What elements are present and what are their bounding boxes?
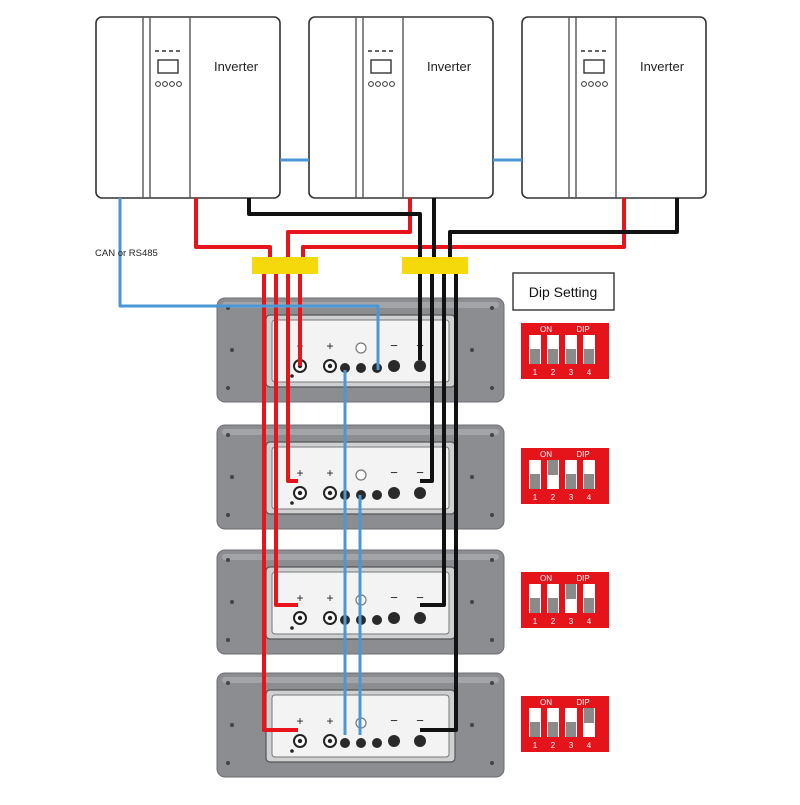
dip-toggle: [584, 598, 594, 613]
negative-terminal: [414, 487, 426, 499]
dip-toggle: [566, 349, 576, 364]
battery-positive-cables: [262, 272, 302, 732]
dip-switch: ON DIP 1 2 3 4: [521, 696, 609, 752]
dip-toggle: [548, 598, 558, 613]
dip-toggle: [530, 349, 540, 364]
dip-toggle: [584, 349, 594, 364]
negative-terminal: [388, 735, 400, 747]
dip-toggle: [584, 708, 594, 723]
dip-toggle: [530, 474, 540, 489]
plus-terminal-label: +: [326, 466, 333, 480]
dip-number: 2: [551, 741, 556, 750]
inverter-label: Inverter: [214, 59, 259, 74]
dip-number: 2: [551, 368, 556, 377]
plus-terminal-label: +: [326, 591, 333, 605]
minus-terminal-label: −: [390, 338, 398, 353]
positive-busbar: [252, 257, 318, 274]
dip-toggle: [530, 722, 540, 737]
inverter-label: Inverter: [640, 59, 685, 74]
inverter-label: Inverter: [427, 59, 472, 74]
dip-number: 1: [533, 741, 538, 750]
comm-port: [356, 363, 366, 373]
inverter-3: Inverter: [521, 16, 707, 199]
dip-number: 2: [551, 617, 556, 626]
minus-terminal-label: −: [390, 713, 398, 728]
dip-number: 3: [569, 617, 574, 626]
dip-number: 1: [533, 368, 538, 377]
dip-label: DIP: [576, 574, 589, 583]
comm-port: [356, 738, 366, 748]
dip-on-label: ON: [540, 574, 552, 583]
dip-toggle: [584, 474, 594, 489]
minus-terminal-label: −: [416, 713, 424, 728]
dip-toggle: [566, 722, 576, 737]
dip-title-box: [512, 272, 615, 311]
dip-number: 4: [587, 617, 592, 626]
inverter-2: Inverter: [308, 16, 494, 199]
dip-number: 3: [569, 368, 574, 377]
comm-port: [340, 363, 350, 373]
comm-label: CAN or RS485: [95, 248, 158, 259]
inverter-display-icon: [155, 50, 182, 87]
dip-on-label: ON: [540, 450, 552, 459]
plus-terminal-label: +: [326, 339, 333, 353]
comm-cables: [118, 198, 380, 735]
negative-terminal: [388, 487, 400, 499]
negative-terminal: [388, 360, 400, 372]
dip-number: 2: [551, 493, 556, 502]
inverter-positive-cables: [194, 198, 626, 258]
power-button-icon: [355, 469, 367, 481]
plus-terminal-label: +: [296, 591, 303, 605]
negative-busbar: [402, 257, 468, 274]
dip-toggle: [548, 460, 558, 475]
plus-terminal-label: +: [296, 714, 303, 728]
dip-label: DIP: [576, 450, 589, 459]
negative-terminal: [414, 360, 426, 372]
dip-on-label: ON: [540, 325, 552, 334]
dip-number: 3: [569, 493, 574, 502]
dip-number: 1: [533, 617, 538, 626]
minus-terminal-label: −: [416, 590, 424, 605]
negative-terminal: [414, 735, 426, 747]
dip-on-label: ON: [540, 698, 552, 707]
dip-switch: ON DIP 1 2 3 4: [521, 572, 609, 628]
negative-terminal: [388, 612, 400, 624]
dip-toggle: [566, 474, 576, 489]
comm-port: [372, 490, 382, 500]
dip-toggle: [530, 598, 540, 613]
dip-toggle: [548, 349, 558, 364]
negative-terminal: [414, 612, 426, 624]
inverter-1: Inverter: [95, 16, 281, 199]
comm-port: [340, 738, 350, 748]
dip-toggle: [548, 722, 558, 737]
power-button-icon: [355, 342, 367, 354]
comm-port: [372, 615, 382, 625]
battery-module: ++−−: [216, 297, 505, 403]
inverter-negative-cables: [247, 198, 679, 258]
plus-terminal-label: +: [296, 466, 303, 480]
dip-number: 4: [587, 741, 592, 750]
minus-terminal-label: −: [416, 465, 424, 480]
plus-terminal-label: +: [326, 714, 333, 728]
battery-negative-cables: [418, 272, 458, 732]
dip-switch: ON DIP 1 2 3 4: [521, 323, 609, 379]
dip-number: 4: [587, 368, 592, 377]
dip-number: 1: [533, 493, 538, 502]
dip-title: Dip Setting: [529, 284, 597, 300]
dip-switch: ON DIP 1 2 3 4: [521, 448, 609, 504]
minus-terminal-label: −: [390, 590, 398, 605]
minus-terminal-label: −: [390, 465, 398, 480]
dip-toggle: [566, 584, 576, 599]
inverter-display-icon: [368, 50, 395, 87]
inverter-display-icon: [581, 50, 608, 87]
dip-label: DIP: [576, 325, 589, 334]
dip-label: DIP: [576, 698, 589, 707]
dip-number: 4: [587, 493, 592, 502]
dip-number: 3: [569, 741, 574, 750]
comm-port: [372, 738, 382, 748]
